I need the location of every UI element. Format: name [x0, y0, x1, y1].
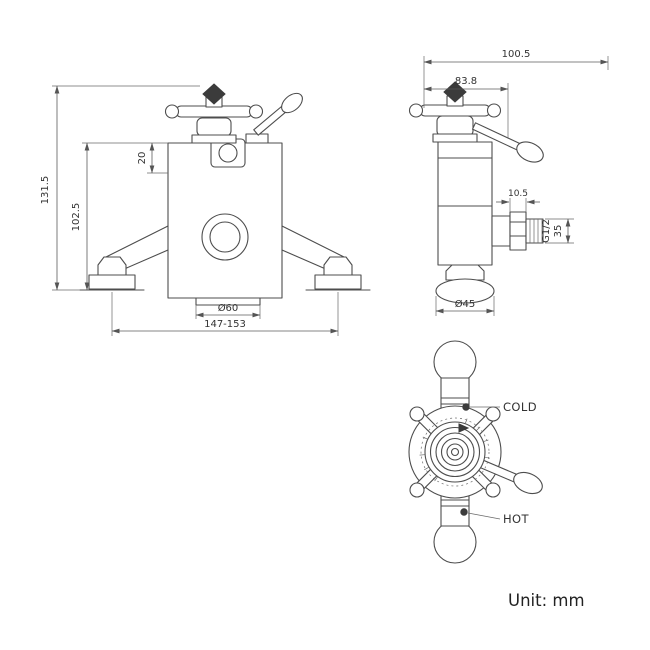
unit-label: Unit: mm: [508, 591, 585, 610]
dim-flange-diameter-label: Ø45: [455, 298, 476, 310]
side-view: 100.5 83.8 10.5 G1/2 35 Ø45: [408, 49, 609, 316]
front-cartridge-circles: [201, 213, 249, 261]
dim-outlet-length-label: 35: [553, 225, 564, 238]
hot-callout: HOT: [460, 508, 529, 526]
right-supply-leg: [281, 225, 345, 271]
cold-label: COLD: [503, 400, 537, 414]
side-lever-bulb: [516, 141, 544, 163]
dim-outlet-offset-label: 10.5: [508, 189, 528, 199]
plan-view: COLD HOT: [408, 340, 543, 564]
dim-total-height-label: 131.5: [40, 176, 51, 205]
side-lever-handle: [471, 122, 544, 163]
plan-lever-bulb: [513, 471, 543, 495]
dim-outlet-thread-label: G1/2: [541, 219, 552, 243]
front-top-port-bore: [218, 143, 238, 163]
plan-dial-indicator: [458, 423, 470, 433]
dim-top-port-offset-label: 20: [137, 152, 148, 165]
left-wall-flange: [79, 256, 145, 291]
side-wall-flange: [435, 264, 495, 304]
front-cross-handle-bulb-left: [164, 104, 180, 119]
cold-callout: COLD: [462, 400, 537, 414]
dim-outlet-diameter-label: Ø60: [218, 302, 239, 314]
plan-dial-ticks: [419, 418, 491, 482]
dim-body-height-label: 102.5: [71, 203, 82, 232]
plan-bottom-pipe: [433, 489, 477, 564]
front-dimensions: 131.5 102.5 20 Ø60 147-153: [40, 85, 339, 336]
plan-dial: [419, 417, 491, 487]
front-lever-bulb: [281, 92, 303, 114]
plan-top-pipe: [433, 340, 477, 415]
side-dimensions: 100.5 83.8 10.5 G1/2 35 Ø45: [423, 49, 609, 316]
left-supply-leg: [105, 225, 169, 271]
dim-handle-depth-label: 83.8: [455, 76, 477, 87]
dim-total-depth-label: 100.5: [502, 49, 531, 60]
front-cross-handle-bulb-right: [248, 104, 264, 119]
front-bottom-port: [195, 297, 261, 306]
front-view: 131.5 102.5 20 Ø60 147-153: [40, 83, 371, 336]
side-cross-handle: [408, 81, 502, 143]
hot-port-dot: [460, 508, 468, 516]
front-cross-handle: [164, 83, 264, 144]
front-body: [167, 142, 283, 299]
dim-inlet-centres-label: 147-153: [204, 319, 246, 330]
side-body: [437, 141, 493, 266]
side-outlet: [491, 211, 544, 251]
right-wall-flange: [305, 256, 371, 291]
front-lever-handle: [245, 92, 303, 144]
front-handle-cap: [202, 83, 226, 105]
cold-port-dot: [462, 403, 470, 411]
hot-label: HOT: [503, 512, 529, 526]
